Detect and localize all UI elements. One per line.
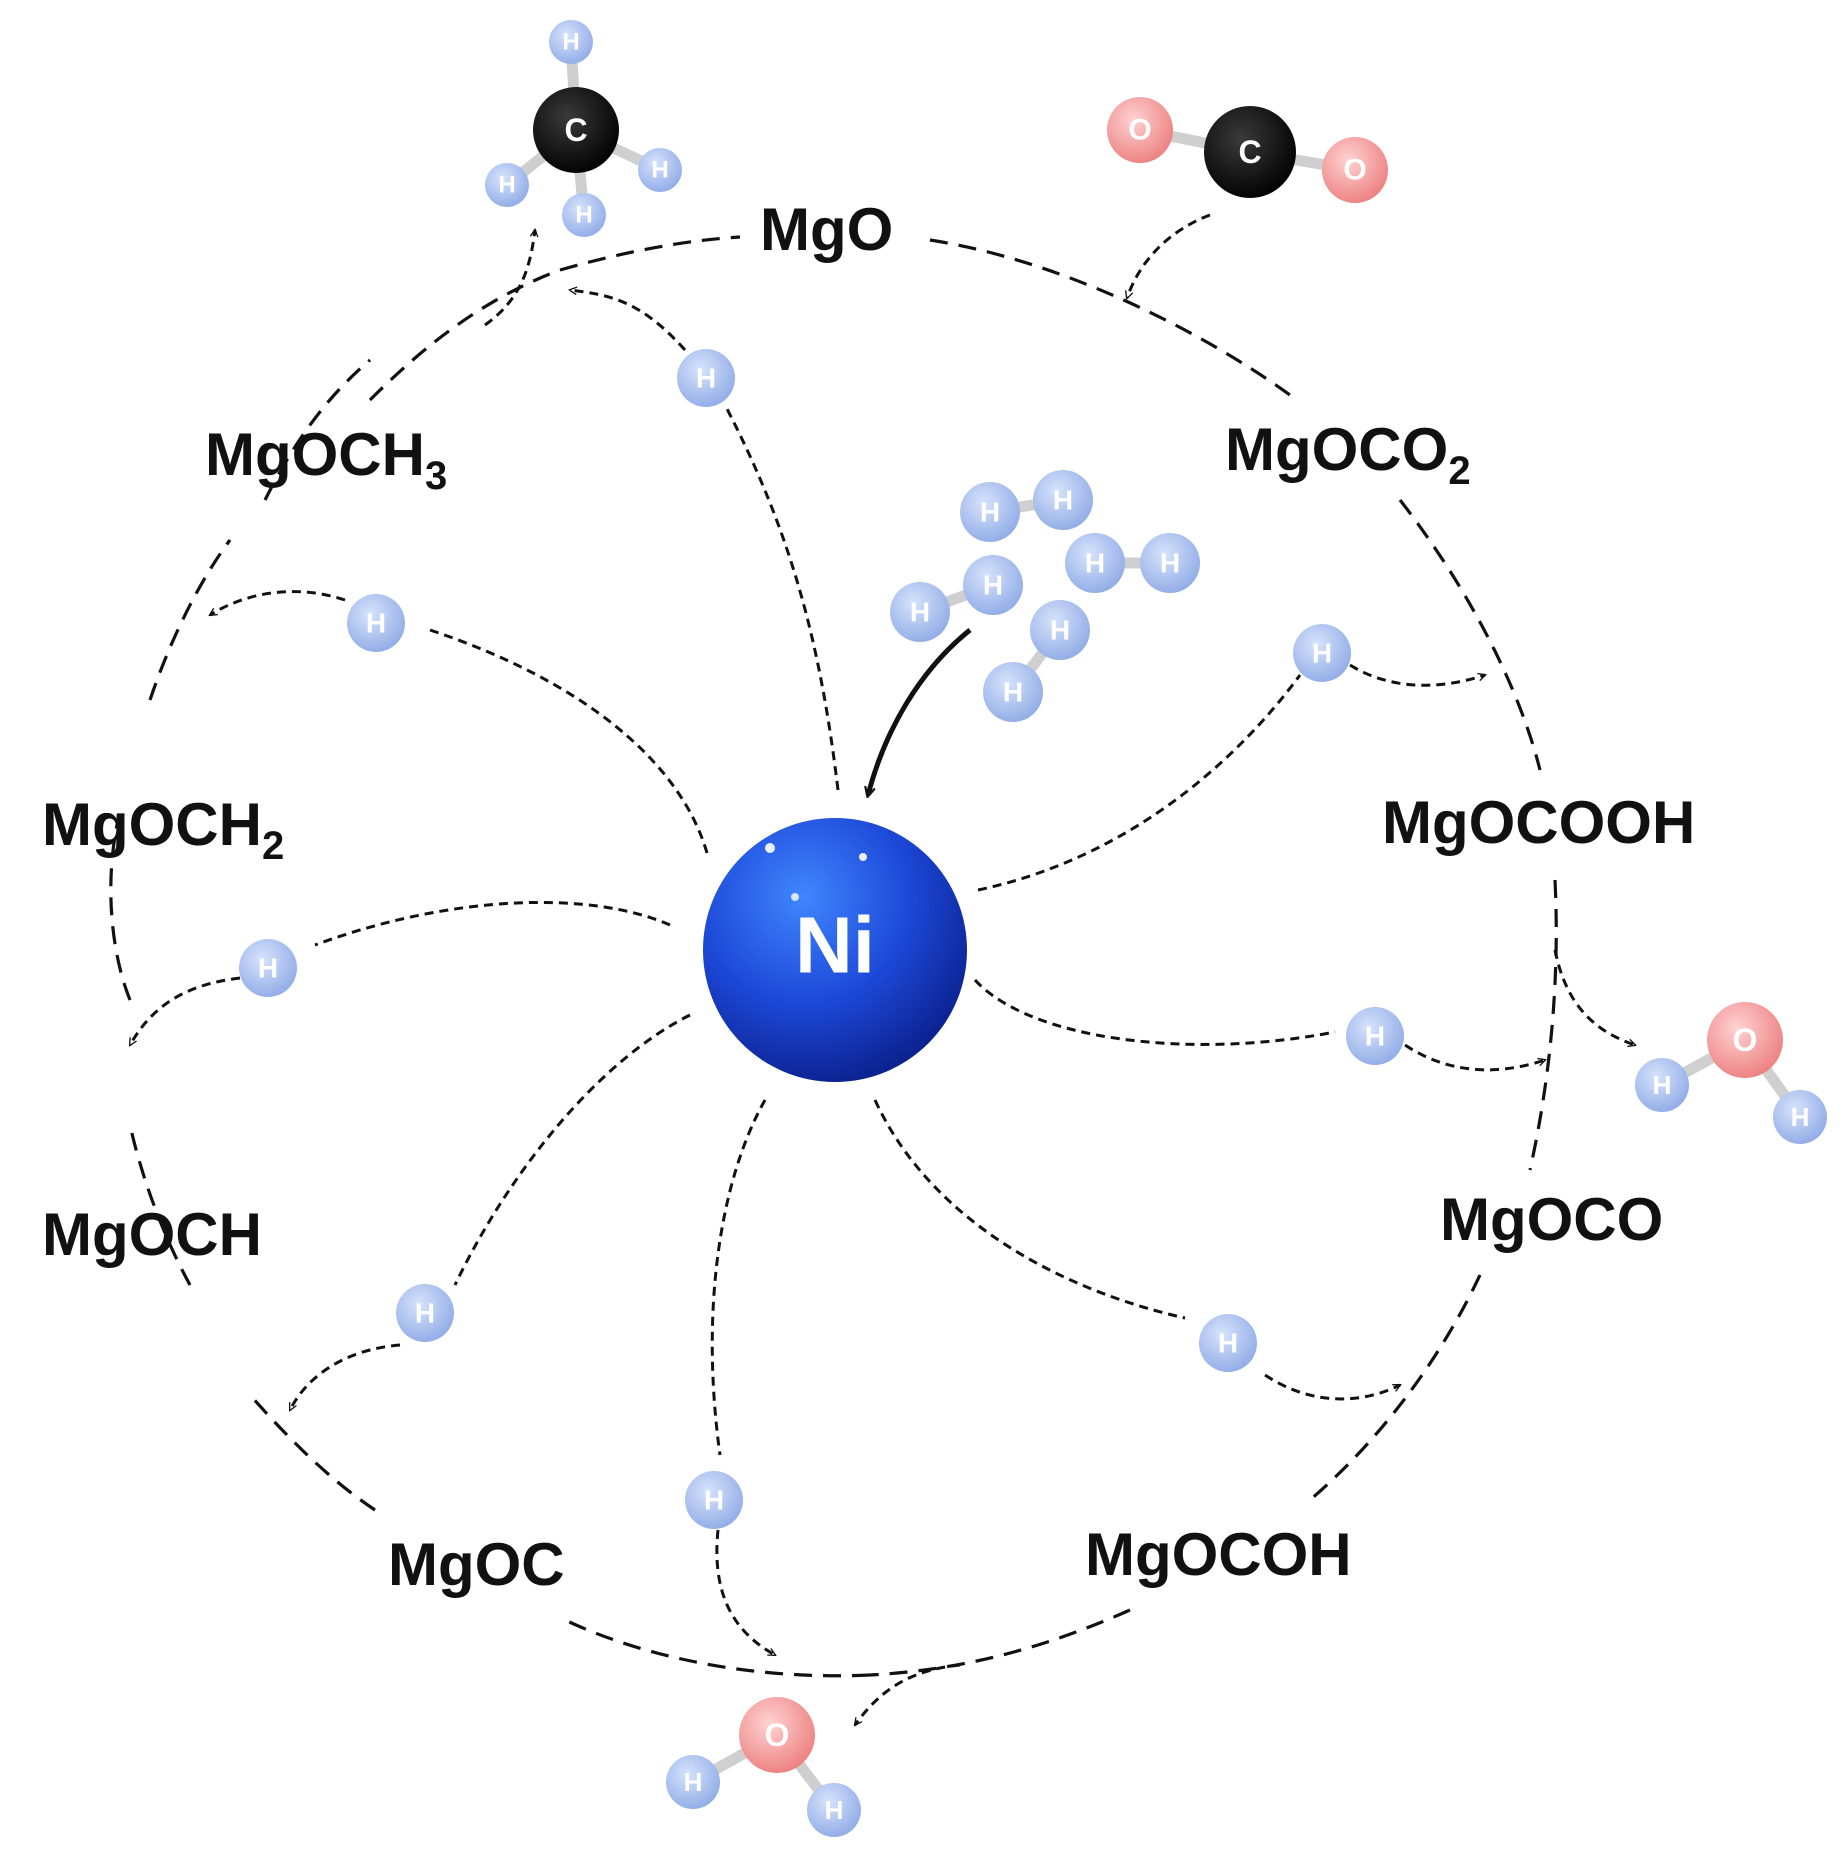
flow-ni-h-top (723, 404, 840, 791)
svg-text:H: H (983, 570, 1003, 601)
svg-text:O: O (1343, 154, 1366, 187)
h2-molecule: H H (960, 470, 1093, 542)
svg-text:H: H (651, 157, 668, 184)
arrow-h-to-water-bottom (715, 1529, 775, 1657)
hydrogen-atom-top: H (677, 349, 735, 407)
svg-text:H: H (1050, 615, 1070, 646)
hydrogen-transfer-arrows (128, 213, 1635, 1725)
svg-text:O: O (765, 1717, 790, 1753)
svg-text:H: H (366, 608, 386, 639)
flow-ni-h-lower-left (453, 1013, 691, 1286)
svg-text:H: H (980, 497, 1000, 528)
flow-ni-h-lower-right (873, 1099, 1186, 1320)
svg-text:H: H (1791, 1102, 1810, 1132)
svg-text:H: H (910, 597, 930, 628)
hydrogen-atom-left: H (239, 939, 297, 997)
svg-text:H: H (575, 202, 592, 229)
svg-text:H: H (258, 953, 278, 984)
h2-molecule: H H (1065, 533, 1200, 593)
arrow-h-to-mgo (570, 290, 687, 352)
hydrogen-atom-lower-right: H (1199, 1314, 1257, 1372)
svg-text:H: H (498, 172, 515, 199)
methane-molecule: H H H C H (485, 20, 682, 237)
hydrogen-atom-bottom: H (685, 1471, 743, 1529)
flow-ni-h-right (973, 978, 1336, 1046)
arrow-h-to-mgoch3 (210, 590, 346, 617)
label-mgoc: MgOC (388, 1531, 565, 1598)
svg-text:H: H (825, 1795, 844, 1825)
label-mgo: MgO (760, 196, 893, 263)
svg-text:H: H (1085, 548, 1105, 579)
hydrogen-atom-right-upper: H (1293, 624, 1351, 682)
svg-text:H: H (696, 363, 716, 394)
svg-text:O: O (1128, 114, 1151, 147)
svg-text:H: H (1653, 1070, 1672, 1100)
arrow-h-to-mgocoh (1264, 1373, 1400, 1401)
nickel-symbol: Ni (795, 901, 875, 990)
arrow-co2-in (1127, 213, 1211, 298)
svg-text:C: C (564, 112, 587, 148)
label-mgoch3: MgOCH3 (205, 421, 447, 498)
nickel-atom: Ni (703, 818, 967, 1082)
svg-text:H: H (415, 1298, 435, 1329)
label-mgoch: MgOCH (42, 1201, 262, 1268)
svg-text:H: H (1003, 677, 1023, 708)
svg-text:C: C (1238, 134, 1261, 170)
hydrogen-atom-right: H (1346, 1007, 1404, 1065)
svg-text:H: H (704, 1485, 724, 1516)
label-mgocooh: MgOCOOH (1382, 789, 1695, 856)
intermediate-labels: MgO MgOCO2 MgOCOOH MgOCO MgOCOH MgOC MgO… (42, 196, 1695, 1598)
arrow-water-release-right (1553, 949, 1635, 1045)
flow-ni-h-upper-left (429, 628, 709, 854)
arrow-h2-to-ni (868, 628, 972, 795)
hydrogen-molecules: H H H H H H H H (890, 470, 1200, 722)
flow-ni-h-right-upper (977, 674, 1302, 892)
label-mgoco: MgOCO (1440, 1186, 1663, 1253)
svg-text:H: H (1365, 1021, 1385, 1052)
label-mgocoh: MgOCOH (1085, 1521, 1352, 1588)
water-molecule-bottom: O H H (666, 1697, 861, 1837)
hydrogen-atom-upper-left: H (347, 594, 405, 652)
arrow-ch4-out (484, 230, 535, 327)
svg-text:H: H (1053, 485, 1073, 516)
svg-text:H: H (1312, 638, 1332, 669)
h2-molecule: H H (890, 555, 1023, 642)
arrow-h-to-mgoch2 (128, 976, 241, 1045)
label-mgoco2: MgOCO2 (1225, 416, 1471, 493)
carbon-dioxide-molecule: O O C (1107, 97, 1388, 203)
svg-text:H: H (1160, 548, 1180, 579)
h2-molecule: H H (983, 600, 1090, 722)
flow-ni-h-bottom (710, 1099, 767, 1456)
reaction-cycle (109, 235, 1558, 1678)
hydrogen-atoms: H H H H H H H H (239, 349, 1404, 1529)
flow-ni-h-left (314, 901, 671, 947)
label-mgoch2: MgOCH2 (42, 791, 284, 868)
water-molecule-right: O H H (1635, 1002, 1827, 1144)
svg-text:H: H (562, 29, 579, 56)
svg-text:O: O (1733, 1022, 1758, 1058)
arrow-h-to-mgoco (1404, 1043, 1545, 1072)
svg-text:H: H (1218, 1328, 1238, 1359)
arrow-water-release-bottom (855, 1663, 961, 1725)
arrow-h-to-mgoch (288, 1343, 401, 1410)
svg-text:H: H (684, 1767, 703, 1797)
arrow-h-to-mgocooh (1349, 663, 1485, 687)
hydrogen-atom-lower-left: H (396, 1284, 454, 1342)
